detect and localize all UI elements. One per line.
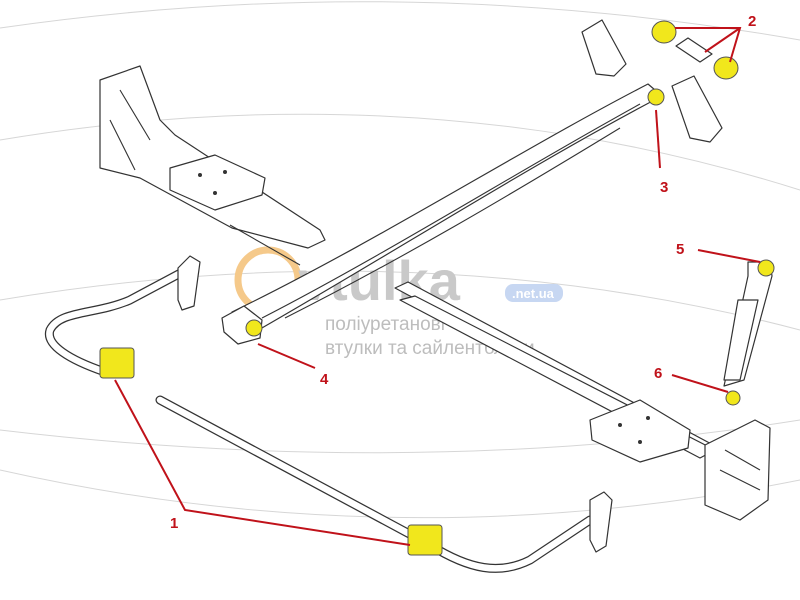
leader-3 [655, 109, 661, 169]
callout-labels: 1 2 3 4 5 6 [170, 13, 756, 532]
stabilizer-bushing-right [407, 524, 443, 556]
spring-rear-eye-bushing [245, 319, 263, 337]
shock-absorber [723, 261, 773, 387]
leader-5 [697, 249, 761, 263]
callout-2: 2 [748, 13, 756, 30]
axle-beam [394, 281, 771, 521]
watermark-line1: поліуретанові [325, 314, 445, 335]
callout-6: 6 [654, 365, 662, 382]
stabilizer-bushing-left [99, 347, 135, 379]
shackle-parts [581, 19, 723, 143]
callout-4: 4 [320, 371, 329, 388]
leader-1 [114, 379, 411, 546]
callout-1: 1 [170, 515, 178, 532]
shock-lower-bushing [725, 390, 741, 406]
watermark: vtulka .net.ua поліуретанові втулки та с… [234, 246, 563, 359]
leader-4 [257, 343, 316, 369]
leader-6 [671, 374, 729, 393]
shackle-bushing-top [651, 20, 677, 44]
spring-front-eye-bushing [647, 88, 665, 106]
bushings [99, 20, 775, 556]
leader-2 [675, 27, 742, 63]
callout-5: 5 [676, 241, 684, 258]
shackle-bushing-bottom [713, 56, 739, 80]
callout-leaders [114, 27, 761, 546]
shock-upper-bushing [757, 259, 775, 277]
callout-3: 3 [660, 179, 668, 196]
watermark-tld: .net.ua [512, 286, 555, 301]
frame-rail-left [99, 65, 326, 266]
watermark-tld-badge [505, 284, 563, 302]
